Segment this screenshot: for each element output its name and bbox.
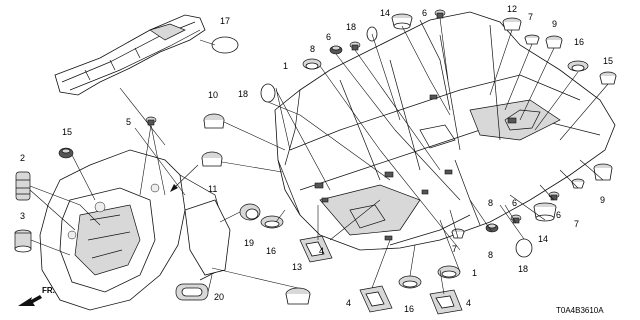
callout-17: 17	[220, 16, 230, 26]
leader-lines	[29, 17, 609, 295]
callout-4: 4	[319, 246, 324, 256]
callout-6: 6	[512, 198, 517, 208]
callout-7: 7	[452, 244, 457, 254]
assembly-arrow	[170, 164, 199, 192]
callout-2: 2	[20, 153, 25, 163]
callout-3: 3	[20, 211, 25, 221]
grommet-9-bottom	[593, 163, 613, 181]
plug-18-left	[260, 83, 276, 103]
callout-16: 16	[574, 37, 584, 47]
grommet-1-top	[302, 58, 322, 70]
grommet-13	[285, 287, 311, 305]
callout-4: 4	[346, 298, 351, 308]
callout-6: 6	[326, 32, 331, 42]
grommet-14-bottom	[533, 202, 557, 222]
callout-13: 13	[292, 262, 302, 272]
front-rail-assembly	[54, 14, 206, 96]
plug-6-c	[510, 214, 522, 224]
callout-12: 12	[507, 4, 517, 14]
pad-4-a	[299, 235, 333, 263]
grommet-14-top	[391, 13, 413, 30]
grommet-20	[175, 283, 209, 301]
grommet-2	[15, 171, 31, 201]
plug-8-b	[485, 223, 499, 233]
pad-4-c	[429, 289, 463, 315]
floor-panel-assembly	[274, 11, 616, 251]
callout-1: 1	[283, 61, 288, 71]
grommet-16-bottom	[398, 275, 422, 289]
grommet-7-right	[571, 178, 585, 189]
callout-15: 15	[603, 56, 613, 66]
front-frame-assembly	[39, 149, 231, 311]
grommet-7-top	[524, 34, 540, 45]
callout-16: 16	[266, 246, 276, 256]
callout-15: 15	[62, 127, 72, 137]
callout-10: 10	[208, 90, 218, 100]
grommet-3	[14, 229, 32, 253]
callout-9: 9	[600, 195, 605, 205]
callout-7: 7	[574, 219, 579, 229]
callout-8: 8	[488, 250, 493, 260]
plug-6-b	[349, 41, 361, 51]
callout-6: 6	[556, 210, 561, 220]
grommet-11	[201, 151, 223, 167]
grommet-9-top	[545, 35, 563, 49]
plug-18-bottom	[515, 238, 533, 258]
callout-20: 20	[214, 292, 224, 302]
grommet-16-left	[260, 215, 284, 229]
callout-8: 8	[488, 198, 493, 208]
diagram-code: T0A4B3610A	[556, 306, 604, 315]
grommet-12	[502, 17, 522, 31]
grommet-15-top	[599, 71, 617, 85]
callout-4: 4	[466, 298, 471, 308]
callout-18: 18	[346, 22, 356, 32]
floor-holes	[314, 94, 517, 241]
callout-8: 8	[310, 44, 315, 54]
callout-7: 7	[528, 12, 533, 22]
callout-14: 14	[538, 234, 548, 244]
grommet-1-bottom	[437, 265, 461, 279]
grommet-7-bottom	[451, 228, 465, 239]
callout-18: 18	[238, 89, 248, 99]
front-direction-arrow: FR.	[18, 286, 55, 306]
grommet-10	[203, 113, 225, 129]
callout-1: 1	[472, 268, 477, 278]
pad-4-b	[359, 285, 393, 313]
callout-18: 18	[518, 264, 528, 274]
direction-label: FR.	[42, 286, 55, 295]
callout-labels: 17 18 14 6 12 7 9 6 8 1 16 15 10 18 5 15…	[20, 4, 613, 314]
plug-8-a	[329, 45, 343, 55]
plug-6-a	[434, 9, 446, 19]
callout-11: 11	[208, 184, 217, 194]
callout-5: 5	[126, 117, 131, 127]
grommet-16-top	[567, 60, 589, 72]
callout-14: 14	[380, 8, 390, 18]
grommet-19	[239, 203, 261, 221]
plug-17	[211, 36, 239, 54]
grommet-15-left	[58, 147, 74, 159]
callout-19: 19	[244, 238, 254, 248]
callout-9: 9	[552, 19, 557, 29]
callout-16: 16	[404, 304, 414, 314]
clip-5	[145, 116, 157, 126]
callout-6: 6	[422, 8, 427, 18]
